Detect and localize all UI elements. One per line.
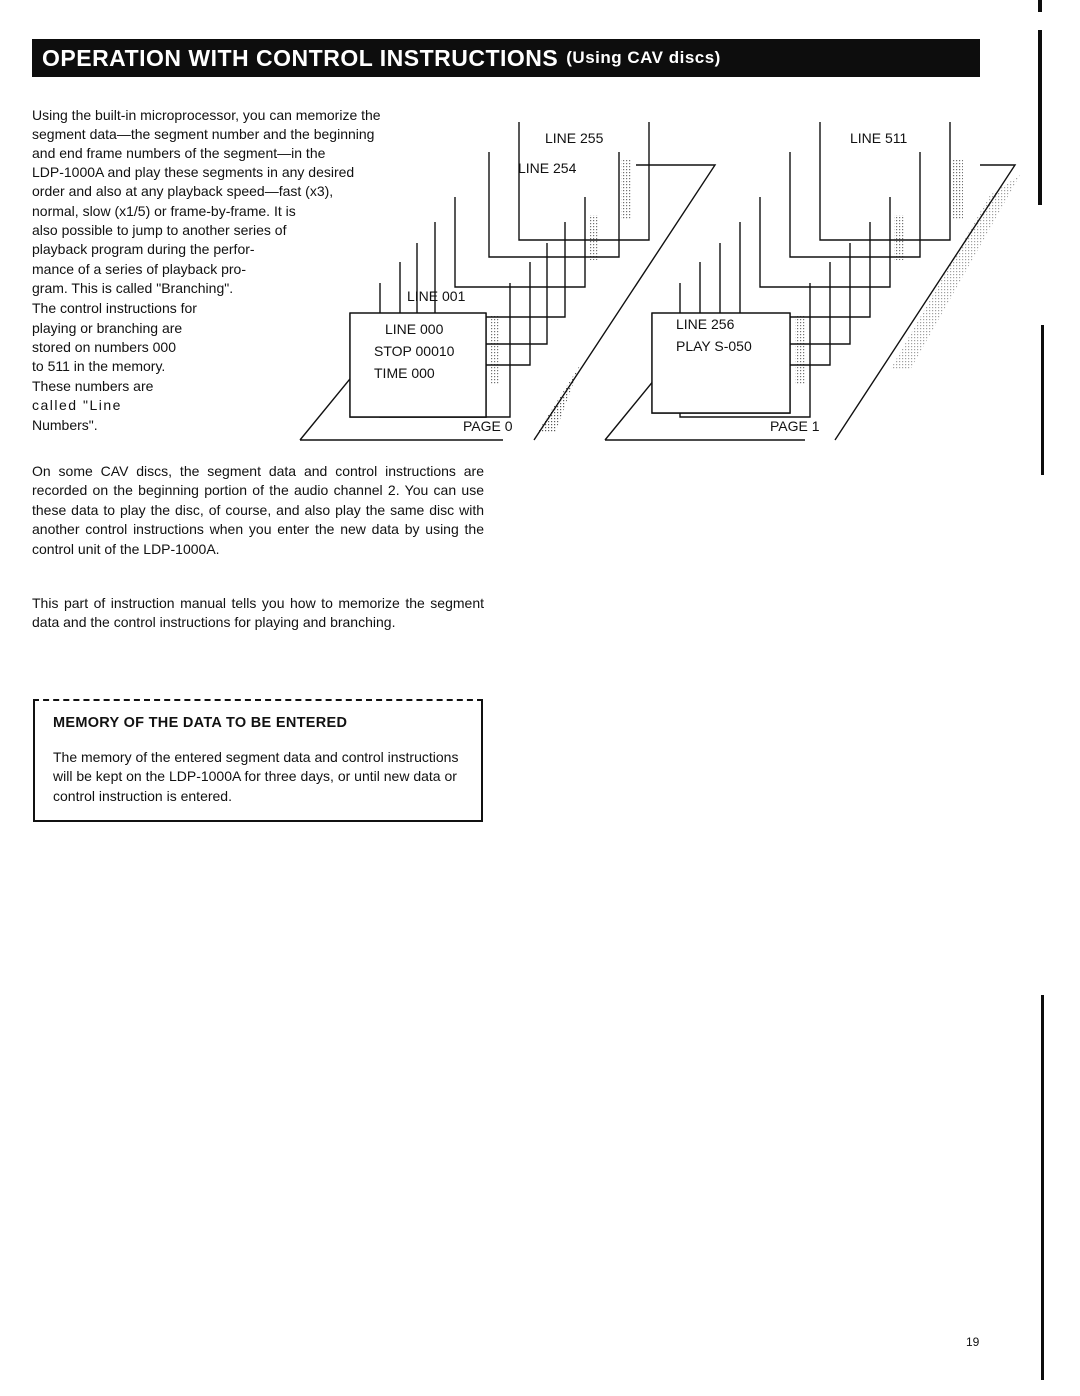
memory-note-heading: MEMORY OF THE DATA TO BE ENTERED (53, 715, 348, 731)
page0-card (488, 152, 620, 258)
intro-line: to 511 in the memory. (32, 358, 166, 374)
page0-shadow (537, 365, 580, 433)
intro-line: order and also at any playback speed—fas… (32, 183, 334, 199)
page0-label: PAGE 0 (463, 418, 513, 434)
intro-line: Using the built-in microprocessor, you c… (32, 107, 381, 123)
margin-mark-upper (1038, 30, 1042, 205)
page1-shadow (890, 175, 1020, 370)
intro-line: gram. This is called "Branching". (32, 280, 234, 296)
body-paragraph-2: This part of instruction manual tells yo… (32, 595, 484, 631)
page1-card-shade (795, 315, 805, 385)
page1-card (789, 152, 921, 258)
memory-pages-diagram: LINE 255 LINE 254 LINE 001 LINE 000 STOP… (299, 122, 1020, 441)
page1-card-shade (953, 160, 963, 220)
page0-card (454, 197, 586, 288)
intro-line: stored on numbers 000 (32, 339, 176, 355)
page0-card-shade (490, 315, 500, 385)
intro-line: playing or branching are (32, 320, 183, 336)
intro-line: playback program during the perfor- (32, 241, 255, 257)
page1-card (759, 197, 891, 288)
page0-line-255: LINE 255 (545, 130, 604, 146)
intro-line: segment data—the segment number and the … (32, 126, 375, 142)
section-subtitle: (Using CAV discs) (566, 48, 721, 67)
section-title: OPERATION WITH CONTROL INSTRUCTIONS (42, 44, 559, 71)
page1-front-line: PLAY S-050 (676, 338, 752, 354)
intro-line: called "Line (32, 397, 122, 413)
page0-line-001: LINE 001 (407, 288, 466, 304)
memory-note-box: MEMORY OF THE DATA TO BE ENTERED The mem… (33, 699, 483, 822)
margin-mark-lower (1041, 995, 1044, 1380)
page1-card-shade (894, 215, 904, 260)
page0-card-shade (621, 160, 631, 220)
page-number: 19 (966, 1335, 980, 1349)
intro-line: Numbers". (32, 417, 98, 433)
page1-line-511: LINE 511 (850, 130, 908, 146)
intro-line: and end frame numbers of the segment—in … (32, 145, 326, 161)
intro-line: LDP-1000A and play these segments in any… (32, 164, 355, 180)
intro-line: These numbers are (32, 378, 154, 394)
page0-front-line: STOP 00010 (374, 343, 455, 359)
page1-card (819, 122, 951, 241)
page0-card-shade (589, 215, 599, 260)
intro-line: mance of a series of playback pro- (32, 261, 246, 277)
memory-note-text: The memory of the entered segment data a… (53, 749, 459, 804)
intro-line: normal, slow (x1/5) or frame-by-frame. I… (32, 203, 296, 219)
page0-card (518, 122, 650, 241)
section-title-bar: OPERATION WITH CONTROL INSTRUCTIONS (Usi… (32, 39, 980, 77)
page0-front-line: LINE 000 (385, 321, 444, 337)
body-paragraph-1: On some CAV discs, the segment data and … (32, 463, 484, 557)
page1-label: PAGE 1 (770, 418, 820, 434)
intro-line: also possible to jump to another series … (32, 222, 287, 238)
page1-front-line: LINE 256 (676, 316, 735, 332)
margin-mark-top (1038, 0, 1042, 12)
page1-diagonal (834, 164, 1017, 441)
margin-mark-middle (1041, 325, 1044, 475)
intro-line: The control instructions for (32, 300, 197, 316)
page0-diagonal (533, 164, 717, 441)
page0-front-line: TIME 000 (374, 365, 435, 381)
page0-line-254: LINE 254 (518, 160, 577, 176)
page0-front-card (349, 312, 487, 418)
page1-front-card (651, 312, 791, 414)
